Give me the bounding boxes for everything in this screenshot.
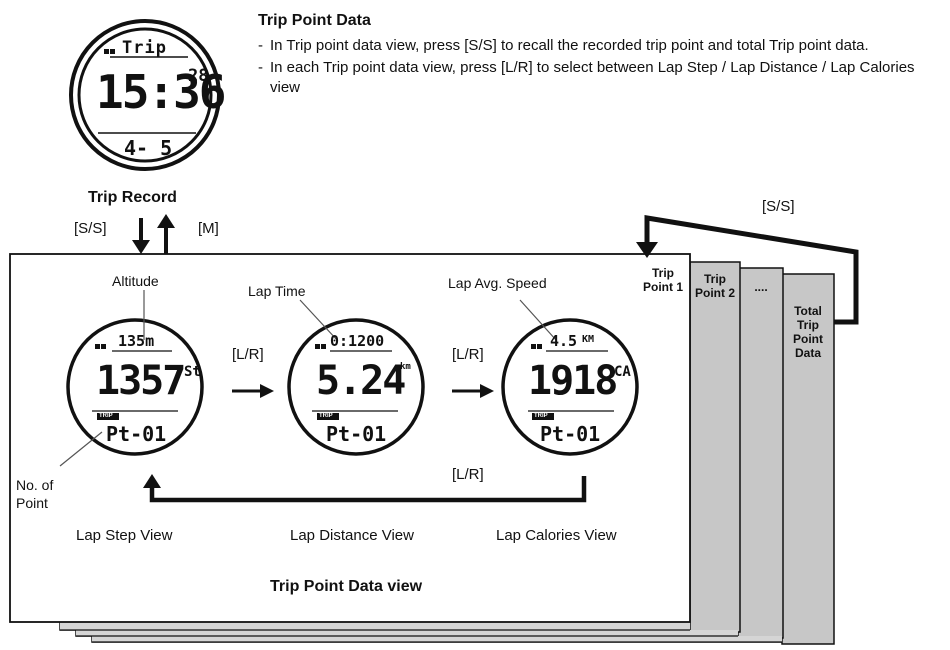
header-bullet: - In each Trip point data view, press [L… [258,58,948,98]
lap-distance-unit: km [400,362,411,372]
ss-button-label: [S/S] [74,220,107,237]
trip-point-1-label: Trip Point 1 [642,266,683,294]
lr-label-1: [L/R] [232,346,264,363]
lap-step-watch [66,318,204,456]
header-title: Trip Point Data [258,12,371,29]
stack-page-total [781,273,835,645]
ss-loop-arrow [644,215,859,325]
lap-step-unit: St [184,364,201,380]
trip-record-date: 4- 5 [124,136,173,160]
panel-title: Trip Point Data view [270,578,423,595]
altitude-annotation: Altitude [112,273,159,289]
lap-calories-speed-unit: KM [582,334,595,345]
lap-calories-watch [501,318,639,456]
lap-distance-value: 5.24 [316,358,406,404]
lap-time-annotation: Lap Time [248,283,306,299]
lap-distance-point: Pt-01 [326,422,387,446]
lr-label-2: [L/R] [452,346,484,363]
lap-calories-value: 1918 [528,358,618,404]
lap-distance-watch [287,318,425,456]
lap-calories-trip-badge: TRIP [534,413,548,419]
lr-return-arrow [149,476,587,503]
stack-page-2 [689,261,741,633]
trip-point-2-label: Trip Point 2 [694,272,735,300]
lap-step-view-label: Lap Step View [76,527,173,544]
lap-step-point: Pt-01 [106,422,167,446]
trip-record-time: 15:36 [96,65,226,119]
lap-step-value: 1357 [96,358,186,404]
lap-distance-view-label: Lap Distance View [290,527,414,544]
lap-avg-speed-leader [519,299,557,341]
lap-step-altitude: 135m [118,332,155,350]
header-bullet-text: In each Trip point data view, press [L/R… [270,59,915,96]
lap-distance-trip-badge: TRIP [319,413,333,419]
no-of-point-leader [59,431,103,467]
lap-time-leader [299,299,338,341]
m-button-label: [M] [198,220,219,237]
stack-page-ellipsis [737,267,784,639]
trip-record-watch [69,19,221,171]
lr-label-return: [L/R] [452,466,484,483]
trip-record-title: Trip [122,38,167,58]
ss-loop-label: [S/S] [762,198,795,215]
ss-loop-arrowhead [636,242,658,258]
lap-calories-speed: 4.5 [550,332,578,350]
lap-avg-speed-annotation: Lap Avg. Speed [448,275,547,291]
no-of-point-annotation: No. of Point [16,477,54,511]
total-trip-point-label: Total Trip Point Data [793,304,823,360]
lap-step-trip-badge: TRIP [99,413,113,419]
trip-record-label: Trip Record [88,189,177,206]
header-section: Trip Point Data - In Trip point data vie… [258,12,948,100]
lap-distance-time: 0:1200 [330,332,385,350]
lap-calories-view-label: Lap Calories View [496,527,617,544]
lap-calories-unit: CA [614,364,631,380]
header-bullet-text: In Trip point data view, press [S/S] to … [270,37,869,54]
trip-record-seconds: 28 [188,66,209,86]
ellipsis-label: .... [754,280,768,294]
header-bullet: - In Trip point data view, press [S/S] t… [258,36,948,56]
lap-calories-point: Pt-01 [540,422,601,446]
